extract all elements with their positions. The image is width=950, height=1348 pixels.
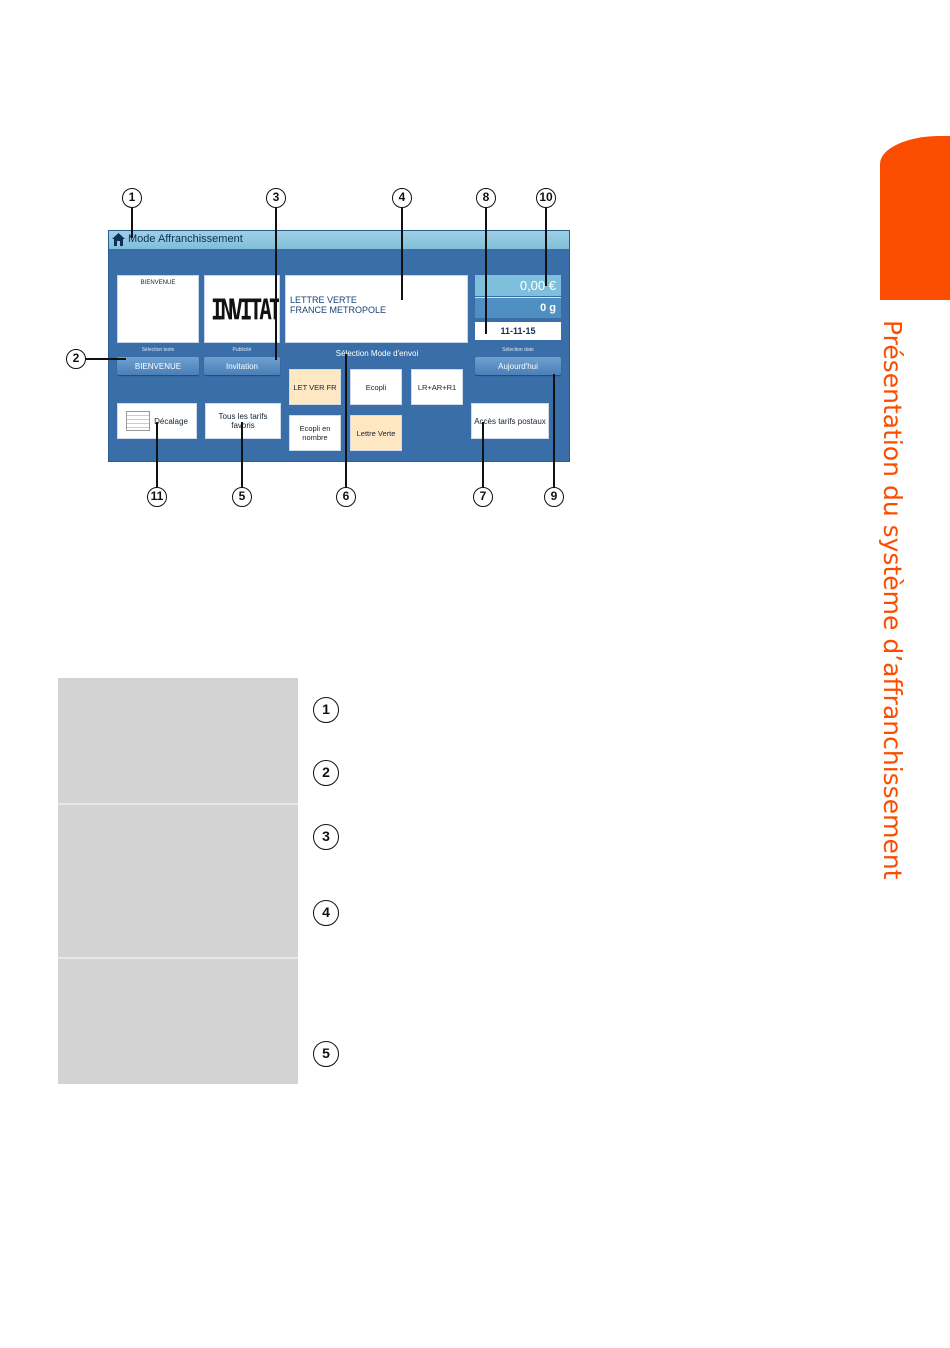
mode-button-lr-ar-r1[interactable]: LR+AR+R1 [411, 369, 463, 405]
callout-11-line [156, 422, 158, 487]
callout-8: 8 [476, 188, 496, 208]
callout-9: 9 [544, 487, 564, 507]
mode-group-label: Sélection Mode d'envoi [335, 349, 419, 358]
callout-6: 6 [336, 487, 356, 507]
ad-select-button[interactable]: Invitation [204, 357, 280, 375]
legend-marker-3: 3 [313, 824, 339, 850]
callout-2: 2 [66, 349, 86, 369]
screen-title: Mode Affranchissement [128, 233, 243, 245]
callout-6-line [345, 354, 347, 487]
callout-7: 7 [473, 487, 493, 507]
callout-8-line [485, 208, 487, 334]
legend-marker-4: 4 [313, 900, 339, 926]
callout-10-line [545, 208, 547, 286]
callout-3-line [275, 208, 277, 360]
franking-screen: Mode Affranchissement BIENVENUE Sélectio… [108, 230, 570, 462]
text-preview-caption: BIENVENUE [140, 280, 176, 286]
envelope-offset-icon [126, 411, 151, 431]
callout-3: 3 [266, 188, 286, 208]
legend-marker-2: 2 [313, 760, 339, 786]
text-preview-card: BIENVENUE [117, 275, 199, 343]
callout-5-line [241, 422, 243, 487]
text-select-label: Sélection texte [141, 347, 175, 353]
date-select-label: Sélection date [502, 347, 534, 353]
callout-11: 11 [147, 487, 167, 507]
legend-marker-1: 1 [313, 697, 339, 723]
mode-button-ecopli[interactable]: Ecopli [350, 369, 402, 405]
legend-divider [58, 803, 298, 805]
legend-divider [58, 957, 298, 959]
callout-1: 1 [122, 188, 142, 208]
amount-display: 0,00 € [475, 275, 561, 296]
legend-column [58, 678, 298, 1084]
chapter-tab [880, 136, 950, 300]
weight-display: 0 g [475, 297, 561, 318]
ad-select-label: Publicité [232, 347, 252, 353]
text-select-button[interactable]: BIENVENUE [117, 357, 199, 375]
offset-button-label: Décalage [154, 416, 188, 426]
callout-2-line [86, 358, 126, 360]
favorites-button[interactable]: Tous les tarifs favoris [205, 403, 281, 439]
callout-10: 10 [536, 188, 556, 208]
mode-button-lettre-verte[interactable]: Lettre Verte [350, 415, 402, 451]
ad-preview-card: INVITATION [204, 275, 280, 343]
callout-5: 5 [232, 487, 252, 507]
callout-9-line [553, 374, 555, 487]
mode-button-ecopli-en-nombre[interactable]: Ecopli en nombre [289, 415, 341, 451]
legend-marker-5: 5 [313, 1041, 339, 1067]
callout-4: 4 [392, 188, 412, 208]
callout-7-line [482, 422, 484, 487]
chapter-title: Présentation du système d’affranchisseme… [878, 320, 907, 880]
screen-figure: Mode Affranchissement BIENVENUE Sélectio… [66, 184, 610, 514]
mode-button-let-ver-fr[interactable]: LET VER FR [289, 369, 341, 405]
callout-4-line [401, 208, 403, 300]
title-bar: Mode Affranchissement [109, 231, 569, 249]
message-box[interactable]: LETTRE VERTE FRANCE METROPOLE [285, 275, 468, 343]
home-icon[interactable] [112, 233, 125, 246]
date-display: 11-11-15 [475, 322, 561, 340]
callout-1-line [131, 208, 133, 238]
ad-preview-image: INVITATION [211, 294, 279, 327]
date-select-button[interactable]: Aujourd'hui [475, 357, 561, 375]
message-text: LETTRE VERTE FRANCE METROPOLE [290, 295, 387, 315]
postal-rates-button[interactable]: Accès tarifs postaux [471, 403, 549, 439]
